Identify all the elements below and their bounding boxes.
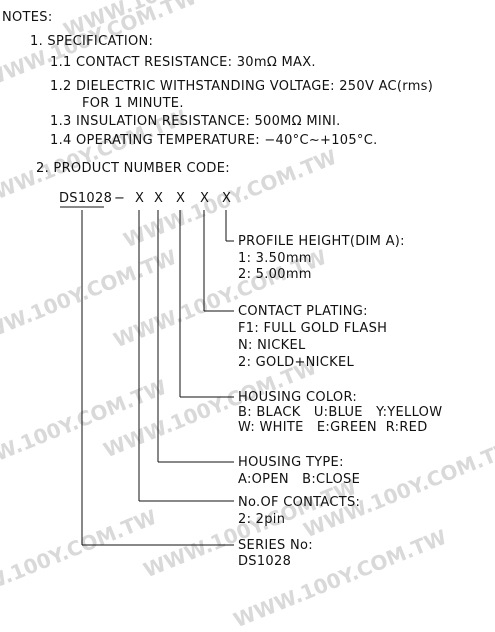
field-option: 2: GOLD+NICKEL [238,355,355,370]
field-option: N: NICKEL [238,338,306,353]
field-option: B: BLACK U:BLUE Y:YELLOW [238,405,443,420]
spec-heading: 1. SPECIFICATION: [30,34,154,49]
spec-item: 1.1 CONTACT RESISTANCE: 30mΩ MAX. [50,55,316,70]
field-option: A:OPEN B:CLOSE [238,472,361,487]
code-placeholder: X [222,191,232,206]
field-option: 1: 3.50mm [238,251,312,266]
spec-item: 1.4 OPERATING TEMPERATURE: −40°C~+105°C. [50,133,378,148]
spec-item: 1.3 INSULATION RESISTANCE: 500MΩ MINI. [50,114,341,129]
code-placeholder: X [200,191,210,206]
code-dash: − [114,191,126,206]
field-title-housing-color: HOUSING COLOR: [238,390,358,405]
field-title-profile-height: PROFILE HEIGHT(DIM A): [238,234,405,249]
field-option: 2: 2pin [238,512,286,527]
code-placeholder: X [154,191,164,206]
field-option: F1: FULL GOLD FLASH [238,321,388,336]
code-heading: 2. PRODUCT NUMBER CODE: [36,161,230,176]
field-option: 2: 5.00mm [238,267,312,282]
field-option: W: WHITE E:GREEN R:RED [238,420,428,435]
code-placeholder: X [176,191,186,206]
field-title-series: SERIES No: [238,538,313,553]
field-title-housing-type: HOUSING TYPE: [238,455,344,470]
spec-item-continued: FOR 1 MINUTE. [82,96,184,111]
field-title-contacts: No.OF CONTACTS: [238,495,361,510]
code-base: DS1028 [59,191,113,206]
field-option: DS1028 [238,554,292,569]
spec-item: 1.2 DIELECTRIC WITHSTANDING VOLTAGE: 250… [50,79,434,94]
field-title-contact-plating: CONTACT PLATING: [238,304,368,319]
code-placeholder: X [135,191,145,206]
notes-title: NOTES: [2,10,53,25]
